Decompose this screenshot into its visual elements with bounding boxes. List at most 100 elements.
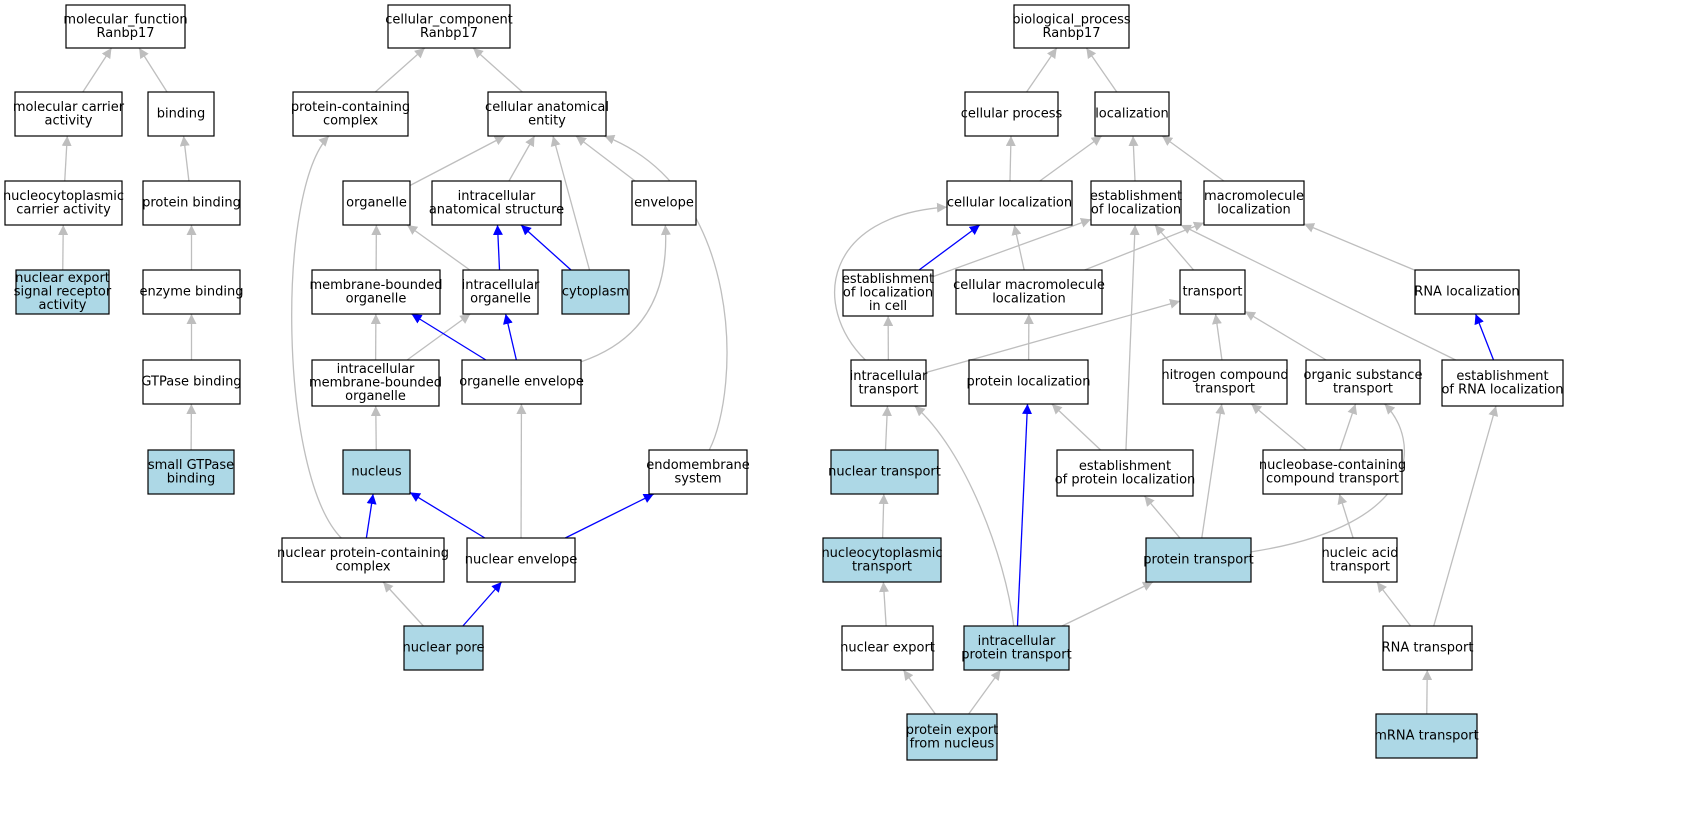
term-node-nuc-env[interactable]: nuclear envelope: [465, 537, 577, 583]
term-box: [431, 180, 562, 226]
edge-binding-to-mf_root: [138, 47, 168, 93]
edge-organelle-to-cae: [409, 135, 506, 187]
edge-line: [406, 224, 471, 271]
term-label-line: intracellular: [458, 189, 536, 204]
term-label-line: molecular carrier: [13, 100, 125, 115]
edge-macro_loc-to-localization: [1161, 135, 1225, 182]
edge-na_transport-to-nucleobase_transport: [1337, 493, 1354, 539]
term-label-line: membrane-bounded: [309, 376, 442, 391]
term-node-cytoplasm[interactable]: cytoplasm: [561, 269, 630, 315]
term-node-cell-loc[interactable]: cellular localization: [946, 180, 1073, 226]
edge-line: [1211, 313, 1223, 361]
term-node-rna-loc[interactable]: RNA localization: [1414, 269, 1520, 315]
term-label-line: intracellular: [850, 369, 928, 384]
edge-line: [508, 135, 536, 182]
term-node-localization[interactable]: localization: [1094, 91, 1170, 137]
edge-line: [932, 218, 1092, 278]
term-label-line: activity: [45, 113, 93, 128]
edge-ic_prot_transport-to-prot_transport: [1061, 581, 1154, 627]
term-node-cell-proc[interactable]: cellular process: [961, 91, 1063, 137]
term-node-org-env[interactable]: organelle envelope: [459, 359, 584, 405]
term-box: [147, 449, 235, 495]
term-node-nuc-pore[interactable]: nuclear pore: [403, 625, 485, 671]
edge-nuc_pore-to-nuc_env: [462, 581, 503, 627]
term-node-mrna-transport[interactable]: mRNA transport: [1374, 713, 1479, 759]
term-label-line: of RNA localization: [1441, 382, 1563, 397]
term-label-line: from nucleus: [910, 736, 995, 751]
edge-rna_transport-to-est_rna_loc: [1433, 405, 1499, 627]
term-node-prot-loc[interactable]: protein localization: [967, 359, 1091, 405]
edge-prot_export-to-nuc_export: [902, 669, 936, 715]
term-box: [142, 180, 241, 226]
edge-org_env-to-envelope: [580, 224, 671, 363]
term-label-line: organelle: [345, 389, 406, 404]
term-node-rna-transport[interactable]: RNA transport: [1382, 625, 1474, 671]
edge-org_env-to-io: [503, 313, 517, 361]
term-box: [1090, 180, 1182, 226]
term-box: [142, 359, 241, 405]
edge-line: [1303, 223, 1416, 271]
term-label-line: protein binding: [142, 196, 241, 211]
term-label-line: cytoplasm: [562, 285, 629, 300]
term-node-envelope[interactable]: envelope: [631, 180, 697, 226]
edge-est_loc_cell-to-cell_loc: [918, 224, 981, 271]
term-node-nuc-transport[interactable]: nuclear transport: [828, 449, 941, 495]
term-node-enzyme-binding[interactable]: enzyme binding: [139, 269, 244, 315]
term-label-line: compound transport: [1266, 471, 1399, 486]
edge-protein_binding-to-binding: [179, 135, 190, 182]
edge-pcc-to-cc_root: [374, 47, 426, 93]
term-node-organelle[interactable]: organelle: [342, 180, 411, 226]
edge-line: [1337, 493, 1354, 539]
term-node-protein-binding[interactable]: protein binding: [142, 180, 241, 226]
term-node-nuc-export[interactable]: nuclear export: [840, 625, 935, 671]
edge-ic_prot_transport-to-ic_transport: [914, 405, 1015, 627]
term-label-line: cellular localization: [947, 196, 1072, 211]
term-node-nucleus[interactable]: nucleus: [342, 449, 411, 495]
edge-mol_carrier-to-mf_root: [82, 47, 113, 93]
edge-io-to-ias: [492, 224, 503, 271]
term-label-line: nuclear envelope: [465, 553, 577, 568]
term-node-prot-transport[interactable]: protein transport: [1143, 537, 1254, 583]
term-label-line: transport: [1333, 381, 1393, 396]
term-label-line: intracellular: [978, 634, 1056, 649]
term-label-line: of localization: [1091, 202, 1181, 217]
term-label-line: GTPase binding: [141, 375, 241, 390]
edge-prot_transport-to-nitro_transport: [1201, 403, 1226, 539]
term-node-transport[interactable]: transport: [1179, 269, 1246, 315]
edge-est_rna_loc-to-rna_loc: [1474, 313, 1495, 361]
edge-line: [409, 135, 506, 187]
edge-line: [968, 669, 1002, 715]
edge-cae-to-cc_root: [472, 47, 523, 93]
term-node-binding[interactable]: binding: [147, 91, 215, 137]
term-node-gtpase-binding[interactable]: GTPase binding: [141, 359, 242, 405]
